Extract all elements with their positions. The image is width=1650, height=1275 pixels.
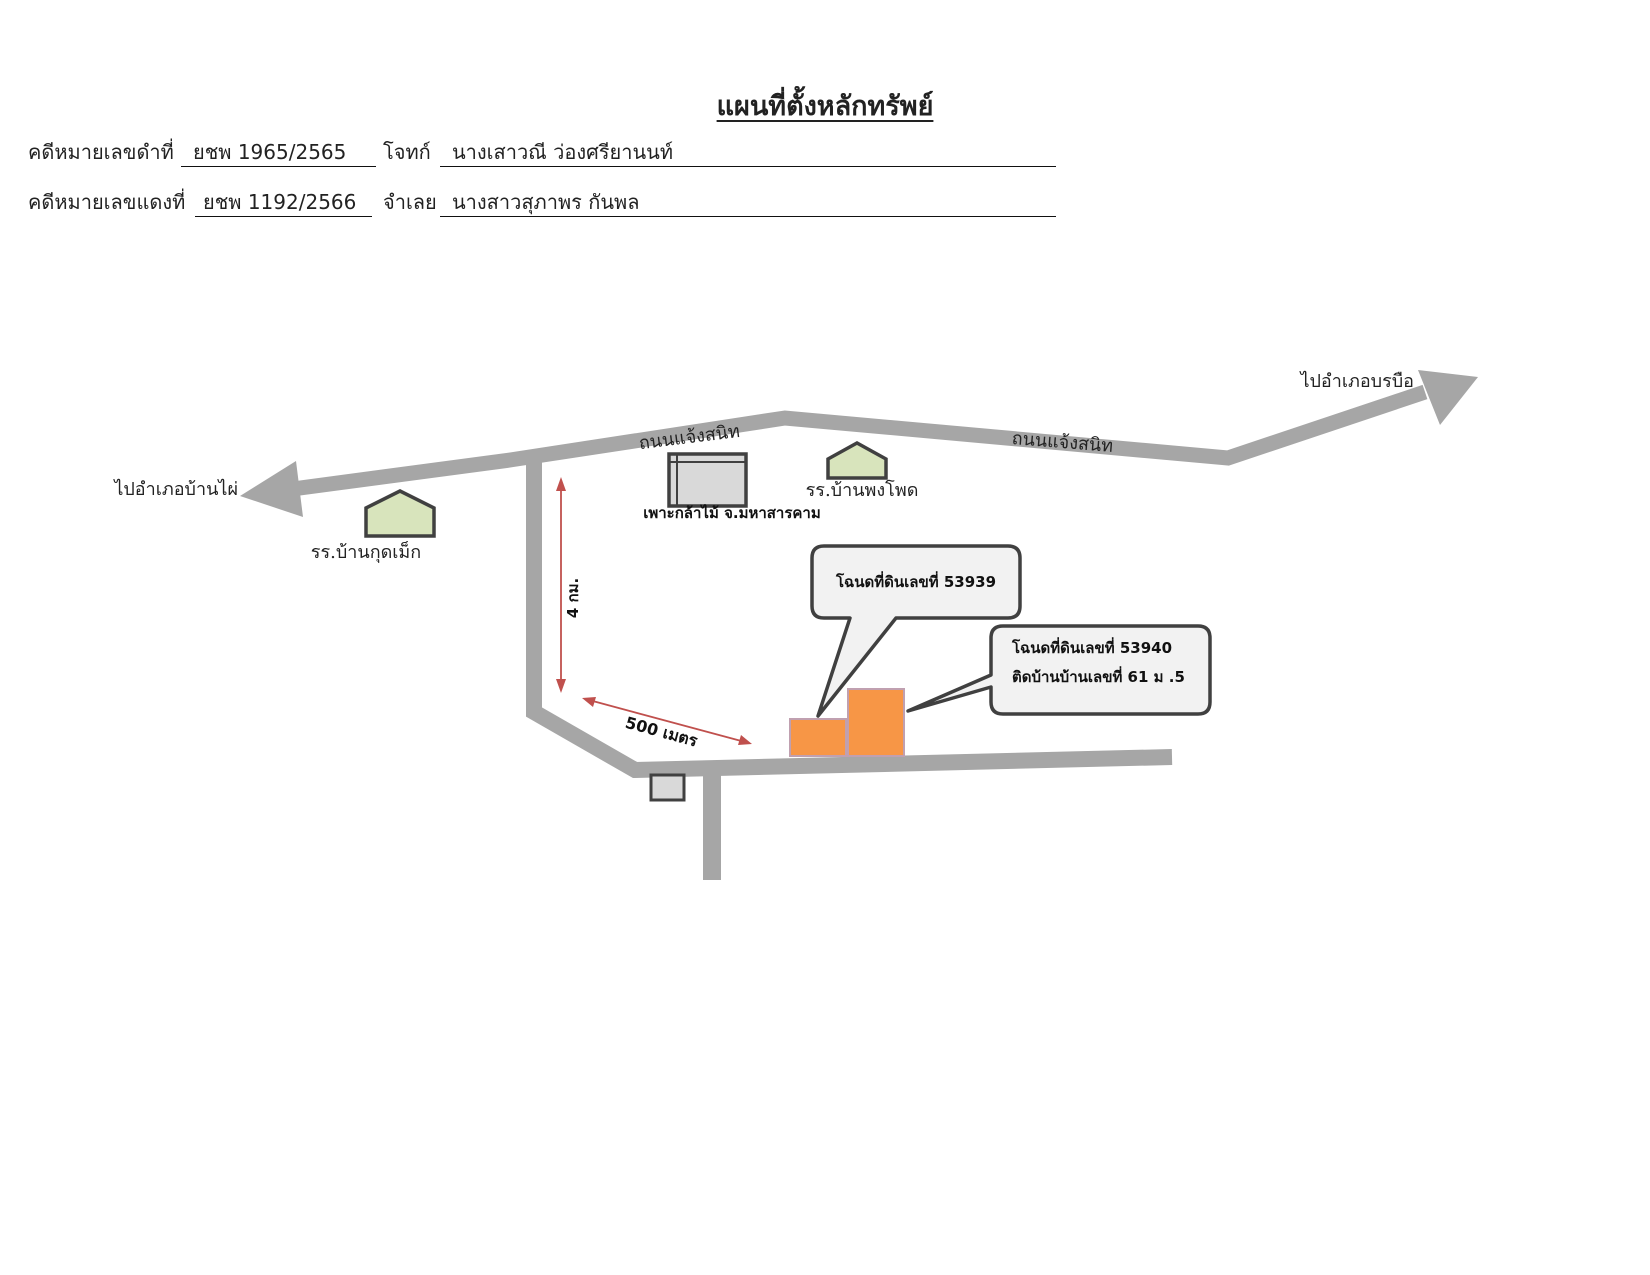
property-53940 xyxy=(847,688,905,757)
nursery-building-icon xyxy=(667,452,748,508)
main-road xyxy=(284,384,1428,498)
diagonal-distance-label: 500 เมตร xyxy=(623,713,700,751)
destination-left: ไปอำเภอบ้านไผ่ xyxy=(112,478,238,500)
school-1-house-icon xyxy=(364,489,436,538)
page-title: แผนที่ตั้งหลักทรัพย์ xyxy=(716,91,934,122)
vertical-distance-arrow xyxy=(556,477,566,693)
road-name-2: ถนนแจ้งสนิท xyxy=(1011,428,1114,457)
defendant-label: จำเลย xyxy=(383,190,437,214)
callout-2-line-2: ติดบ้านบ้านเลขที่ 61 ม .5 xyxy=(1012,666,1185,686)
callout-1-bubble xyxy=(810,544,1022,718)
arrow-right-icon xyxy=(1418,370,1478,425)
school-1-label: รร.บ้านกุดเม็ก xyxy=(311,540,421,563)
school-2-label: รร.บ้านพงโพด xyxy=(806,479,919,501)
callout-1-text: โฉนดที่ดินเลขที่ 53939 xyxy=(835,571,996,591)
diagonal-distance-arrow xyxy=(582,697,752,745)
black-case-label: คดีหมายเลขดำที่ xyxy=(28,140,174,164)
arrow-left-icon xyxy=(240,461,303,517)
plaintiff-name: นางเสาวณี ว่องศรียานนท์ xyxy=(440,138,1056,167)
nursery-label: เพาะกล้าไม้ จ.มหาสารคาม xyxy=(643,503,821,522)
black-case-number: ยชพ 1965/2565 xyxy=(181,138,376,167)
callout-2-bubble xyxy=(906,624,1212,716)
plaintiff-label: โจทก์ xyxy=(383,140,431,164)
property-53939 xyxy=(789,718,847,757)
small-building-icon xyxy=(649,773,686,802)
destination-right: ไปอำเภอบรบือ xyxy=(1298,370,1414,392)
red-case-label: คดีหมายเลขแดงที่ xyxy=(28,190,186,214)
callout-2-line-1: โฉนดที่ดินเลขที่ 53940 xyxy=(1011,637,1172,657)
red-case-number: ยชพ 1192/2566 xyxy=(195,188,372,217)
school-2-house-icon xyxy=(826,441,888,480)
side-road xyxy=(526,462,1173,779)
defendant-name: นางสาวสุภาพร กันพล xyxy=(440,188,1056,217)
vertical-distance-label: 4 กม. xyxy=(564,578,582,618)
